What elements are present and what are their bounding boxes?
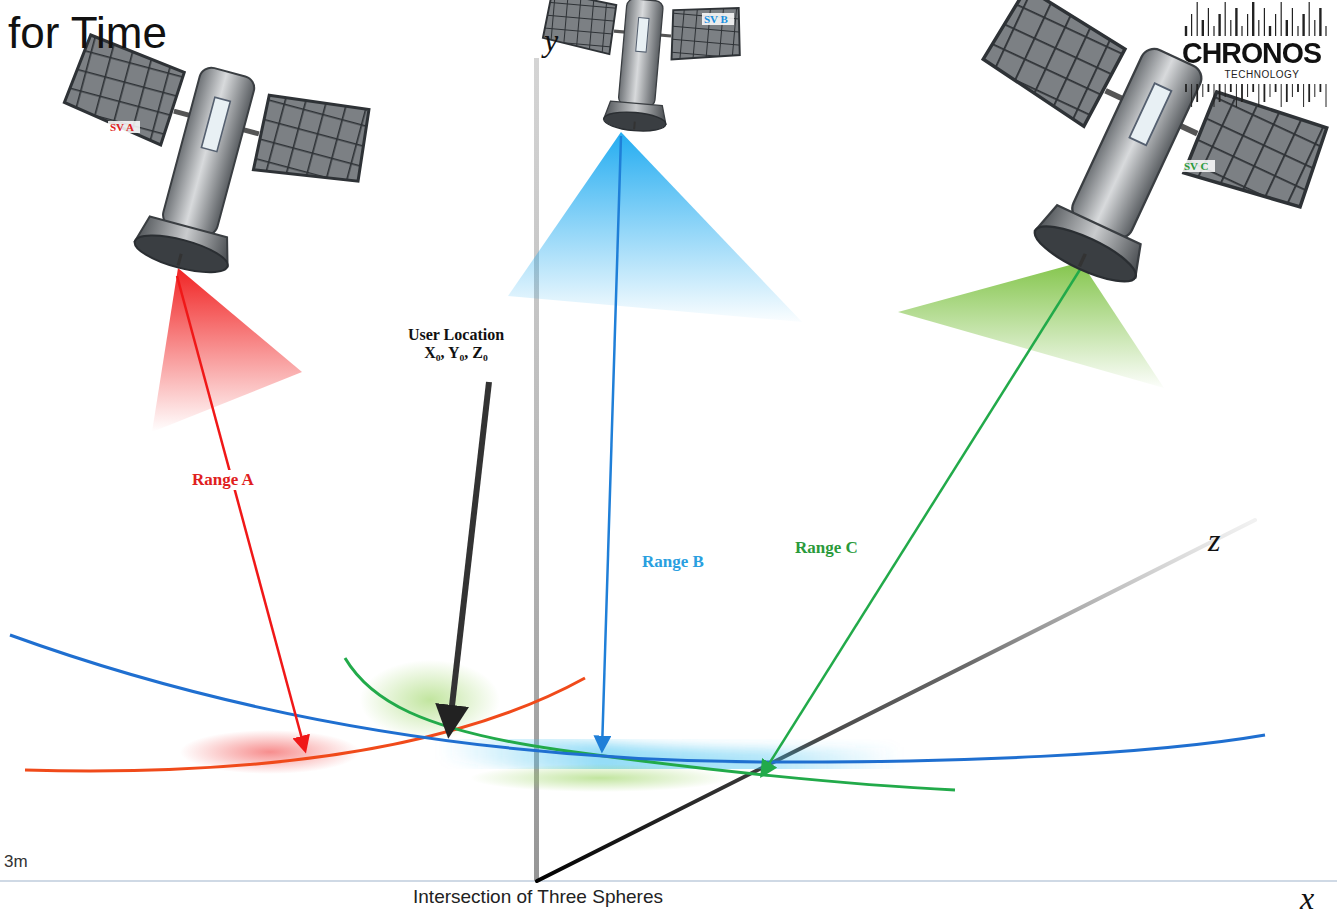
satellite-name: SV A: [110, 121, 138, 133]
range-line: [602, 136, 621, 750]
axis-label: x: [1300, 880, 1314, 917]
range-line: [762, 268, 1081, 775]
x-axis: [0, 880, 1337, 881]
sphere-arc: [345, 658, 955, 790]
satellite-label-box: SV A: [108, 121, 140, 133]
logo-subtext: TECHNOLOGY: [1224, 69, 1299, 81]
satellite-icon: [31, 33, 377, 307]
artwork: [0, 0, 1337, 881]
slide-title: for Time: [8, 8, 167, 59]
sphere-arc: [25, 678, 585, 771]
range-label: Range C: [793, 538, 860, 558]
caption: Intersection of Three Spheres: [410, 886, 666, 908]
pointer-arrow: [449, 382, 489, 732]
satellite-label-box: SV B: [702, 13, 734, 25]
satellite-icon: [920, 0, 1335, 342]
callout-label: User Location X₀, Y₀, Z₀: [402, 326, 510, 363]
range-label: Range A: [190, 470, 256, 490]
signal-beam: [508, 132, 802, 322]
satellite-icon: [536, 0, 744, 139]
range-line: [177, 276, 305, 750]
note: 3m: [4, 852, 28, 872]
signal-beam: [152, 268, 302, 432]
satellite-name: SV B: [704, 13, 732, 25]
logo-text: CHRONOS: [1182, 36, 1321, 71]
sphere-glow: [360, 660, 500, 740]
sphere-arc: [10, 635, 1265, 762]
range-label: Range B: [640, 552, 706, 572]
axis-label: z: [1208, 522, 1220, 559]
z-axis: [537, 520, 1255, 881]
axis-label: y: [544, 22, 558, 59]
satellite-label-box: SV C: [1182, 160, 1215, 172]
satellite-name: SV C: [1184, 160, 1213, 172]
